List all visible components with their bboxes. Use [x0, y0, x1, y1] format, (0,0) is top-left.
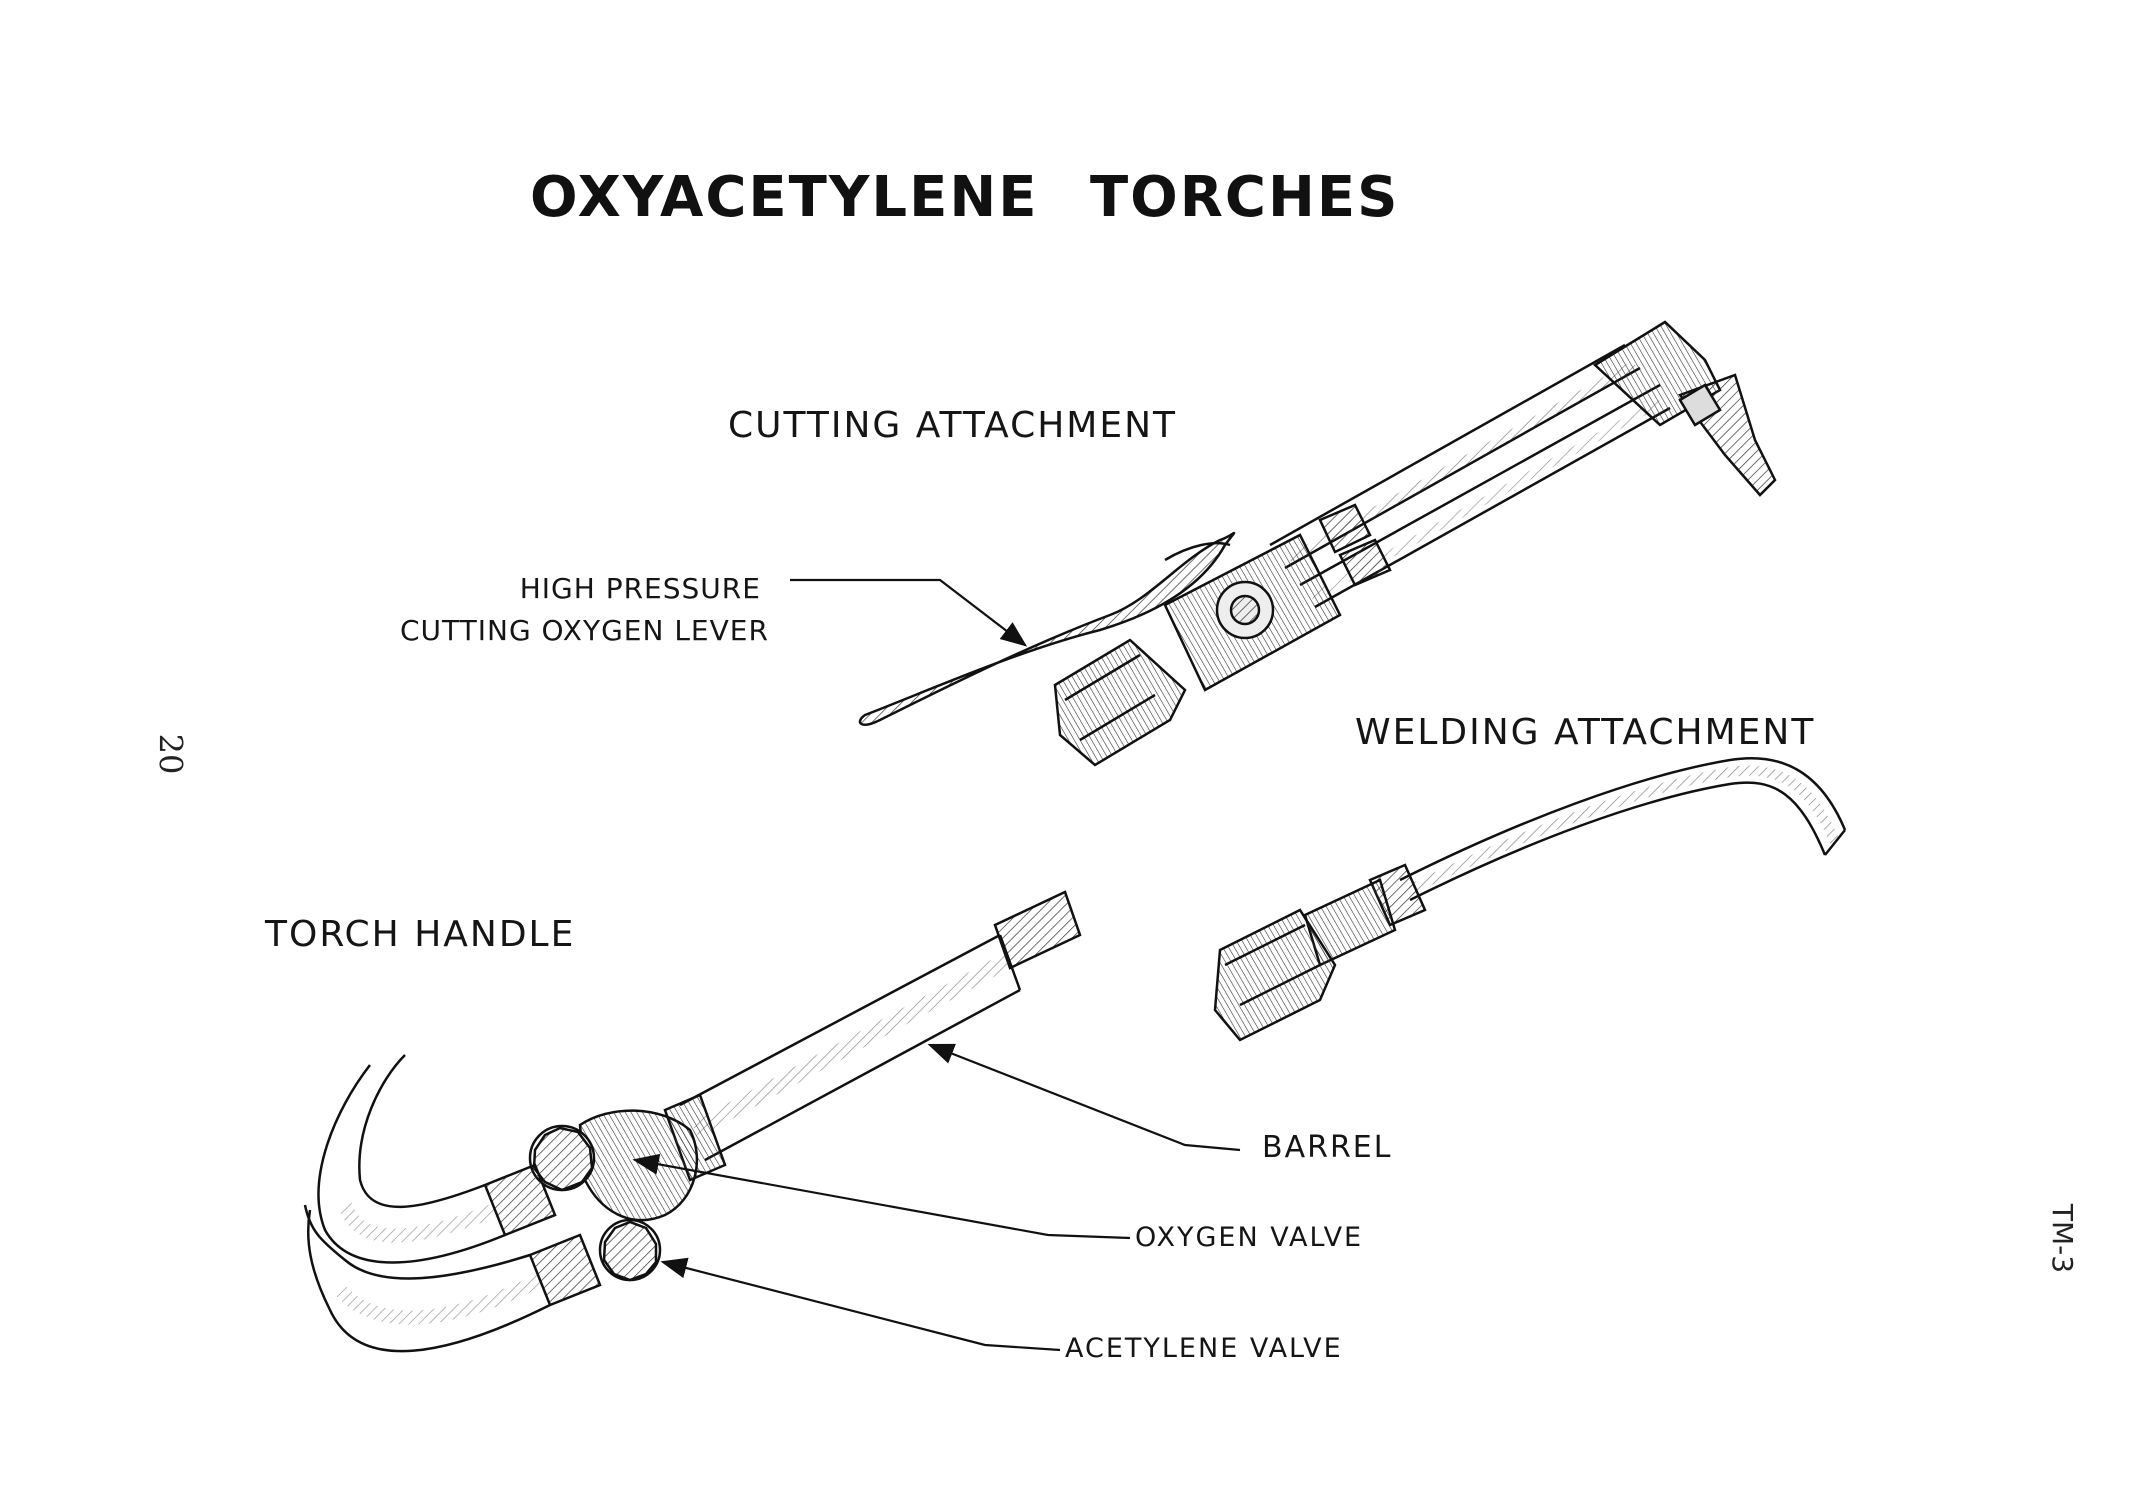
barrel-leader — [927, 1043, 1241, 1152]
torch-handle-drawing — [303, 890, 1082, 1353]
lever-label-line2: CUTTING OXYGEN LEVER — [400, 614, 769, 647]
page-number: 20 — [151, 733, 190, 775]
cutting-attachment-label: CUTTING ATTACHMENT — [728, 405, 1178, 446]
oxygen-valve-label: OXYGEN VALVE — [1135, 1222, 1364, 1253]
sheet-code: TM-3 — [2046, 1203, 2080, 1274]
welding-attachment-label: WELDING ATTACHMENT — [1355, 712, 1816, 753]
torch-handle-label: TORCH HANDLE — [265, 914, 576, 955]
leader-lines — [632, 578, 1241, 1352]
lever-label: HIGH PRESSURE CUTTING OXYGEN LEVER — [400, 568, 769, 652]
acetylene-valve-label: ACETYLENE VALVE — [1065, 1333, 1343, 1364]
diagram-title: OXYACETYLENE TORCHES — [530, 165, 1400, 230]
oxygen-valve-leader — [632, 1153, 1131, 1240]
cutting-attachment-drawing — [858, 320, 1777, 767]
barrel-label: BARREL — [1262, 1130, 1393, 1165]
lever-leader — [790, 578, 1028, 647]
lever-label-line1: HIGH PRESSURE — [519, 572, 761, 605]
welding-attachment-drawing — [1213, 756, 1847, 1042]
acetylene-valve-leader — [660, 1257, 1061, 1352]
